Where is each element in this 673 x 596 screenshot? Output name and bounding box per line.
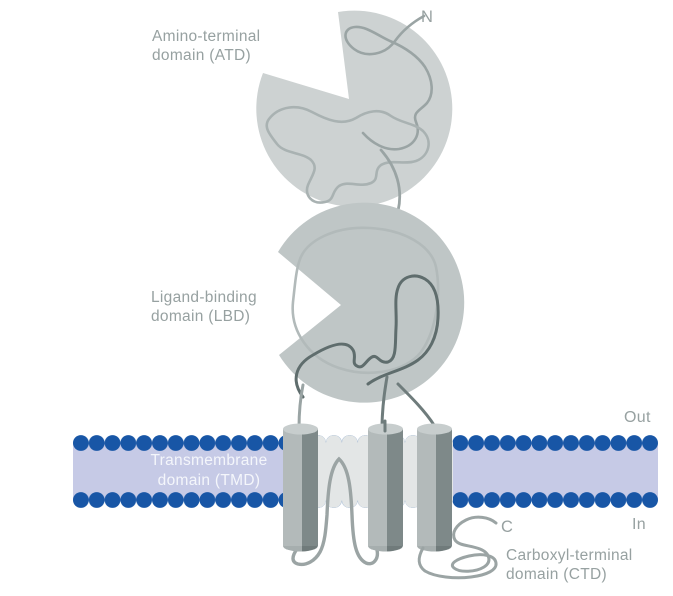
- helix-bottom-shade: [387, 546, 403, 552]
- atd-inner-squiggle: [265, 105, 430, 204]
- tm-helix-m4: [417, 423, 452, 552]
- ctd-label-line2: domain (CTD): [506, 566, 607, 583]
- helix-top-cap: [283, 423, 318, 435]
- tm-helix-m3: [368, 419, 403, 552]
- helix-shade: [436, 429, 452, 546]
- lbd-label-line1: Ligand-binding: [151, 289, 257, 306]
- n-terminus-line-and-atd-squiggle: [344, 14, 433, 151]
- n-terminus-label: N: [421, 8, 433, 26]
- c-terminus-label: C: [501, 518, 513, 536]
- helix-top-cap: [417, 423, 452, 435]
- membrane-in-label: In: [632, 516, 646, 533]
- tmd-label-line1: Transmembrane: [150, 452, 267, 469]
- ctd-label-line1: Carboxyl-terminal: [506, 547, 633, 564]
- membrane-out-label: Out: [624, 409, 651, 426]
- lbd-inner-squiggle-dark: [294, 274, 440, 399]
- lbd-inner-squiggle-light: [291, 226, 440, 375]
- atd-label-line2: domain (ATD): [152, 47, 251, 64]
- lbd-label-line2: domain (LBD): [151, 308, 250, 325]
- tmd-label-line2: domain (TMD): [158, 472, 261, 489]
- tm-helix-m1: [283, 423, 318, 552]
- helix-shade: [302, 429, 318, 546]
- labels: Amino-terminal domain (ATD) Ligand-bindi…: [150, 8, 650, 583]
- lbd-m4-linker: [396, 382, 436, 427]
- helix-bottom-shade: [302, 546, 318, 552]
- lbd-blob: [278, 202, 465, 403]
- helix-shade: [387, 429, 403, 546]
- m2-reentrant-loop: [291, 456, 380, 567]
- atd-label-line1: Amino-terminal: [152, 28, 260, 45]
- helix-bottom-shade: [436, 546, 452, 552]
- ctd-squiggle: [417, 515, 498, 580]
